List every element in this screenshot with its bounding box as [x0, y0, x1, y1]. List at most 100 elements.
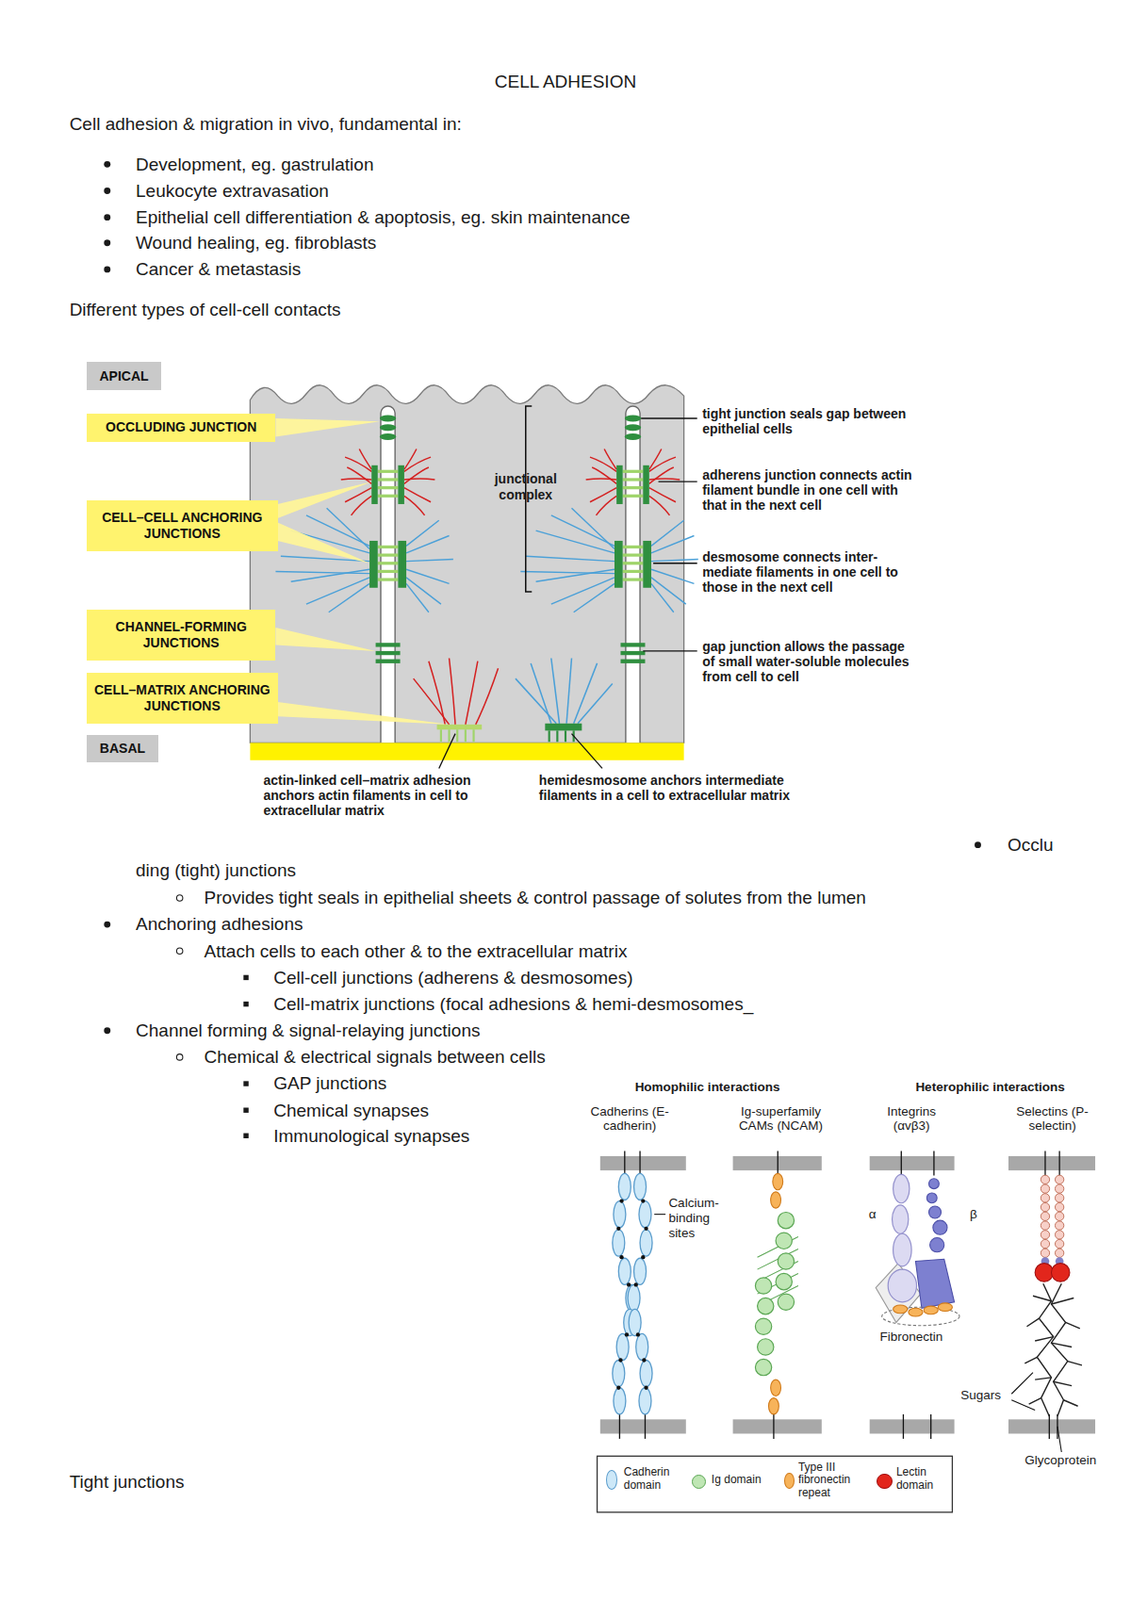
region-tag: BASAL — [86, 735, 159, 763]
junction-type-box: CHANNEL-FORMING JUNCTIONS — [86, 609, 276, 661]
ig-cam-pair — [775, 1232, 792, 1249]
cadherin-dimer — [639, 1360, 653, 1388]
selectin — [1011, 1373, 1033, 1395]
epithelium — [249, 385, 698, 761]
cadherin-dimer — [628, 1309, 641, 1336]
legend-swatch — [876, 1474, 892, 1490]
cadherin-dimer — [636, 1333, 649, 1361]
integrin — [893, 1233, 912, 1267]
membrane-bar — [1008, 1419, 1096, 1434]
leader-line — [658, 480, 698, 482]
selectin — [1058, 1151, 1060, 1177]
bullet-marker — [176, 895, 182, 902]
part-label: Fibronectin — [880, 1329, 944, 1345]
hemidesmosome — [566, 657, 572, 723]
selectin — [1057, 1426, 1062, 1453]
box-text: BASAL — [99, 740, 146, 757]
integrin — [893, 1303, 953, 1317]
legend-text: Lectin domain — [896, 1466, 951, 1492]
selectin — [1040, 1248, 1050, 1258]
molecule-name: Integrins (αvβ3) — [875, 1104, 948, 1134]
leader-line — [439, 418, 698, 769]
cell-matrix-adhesion — [413, 657, 499, 724]
sub-sub-bullet-text: GAP junctions — [273, 1073, 387, 1095]
bullet-text: Wound healing, eg. fibroblasts — [135, 232, 377, 254]
cell-matrix-adhesion — [472, 729, 475, 742]
leader-line — [653, 562, 698, 564]
sub-sub-bullet-text: Cell-cell junctions (adherens & desmosom… — [273, 967, 633, 989]
cadherin-dimer — [619, 1255, 623, 1260]
integrin — [887, 1269, 917, 1303]
cell-matrix-adhesion — [464, 729, 467, 742]
ig-cam-pair — [757, 1248, 799, 1270]
part-label: Calcium-binding sites — [668, 1196, 732, 1241]
membrane-bar — [600, 1156, 1096, 1435]
selectin — [1054, 1184, 1064, 1194]
cadherin-dimer — [644, 1413, 646, 1440]
junction-type-box: OCCLUDING JUNCTION — [86, 413, 276, 443]
cadherin-dimer — [641, 1358, 646, 1362]
bullet-text: Channel forming & signal-relaying juncti… — [135, 1020, 480, 1042]
cell-matrix-adhesion — [465, 661, 478, 725]
cadherin-dimer — [612, 1229, 625, 1257]
subunit-label: α — [868, 1207, 877, 1223]
sub-sub-bullet-text: Immunological synapses — [273, 1126, 470, 1148]
selectin — [1054, 1194, 1064, 1203]
integrin — [915, 1259, 954, 1309]
cadherin-dimer — [639, 1151, 640, 1177]
ig-cam-pair — [772, 1414, 774, 1440]
bullet-text: ding (tight) junctions — [135, 860, 296, 882]
ig-cam-pair — [777, 1253, 794, 1270]
ig-cam-pair — [777, 1212, 794, 1229]
cadherin-dimer — [627, 1284, 640, 1312]
figure-heading: Heterophilic interactions — [887, 1080, 1093, 1096]
cell-matrix-adhesion — [447, 729, 450, 742]
selectin — [1054, 1221, 1064, 1230]
callout-wedge — [278, 702, 450, 725]
cadherin-dimer — [643, 1227, 648, 1231]
callout-wedge — [278, 481, 373, 519]
callout-wedge — [275, 418, 449, 725]
bullet-marker — [103, 239, 111, 246]
hemidesmosome — [515, 657, 613, 742]
selectin — [1011, 1373, 1062, 1453]
box-text: CHANNEL-FORMING JUNCTIONS — [92, 619, 270, 652]
selectin — [1054, 1212, 1064, 1221]
figure-label: gap junction allows the passage of small… — [702, 639, 919, 686]
callout-wedge — [278, 522, 370, 563]
box-text: APICAL — [99, 368, 149, 385]
cadherin-dimer — [613, 1388, 626, 1415]
cadherin-dimer — [634, 1258, 647, 1285]
integrin — [929, 1179, 940, 1190]
bullet-text: Anchoring adhesions — [135, 914, 303, 935]
section-heading: Tight junctions — [69, 1472, 185, 1493]
sub-bullet-text: Provides tight seals in epithelial sheet… — [204, 887, 867, 909]
hemidesmosome — [515, 657, 613, 723]
ig-cam-pair — [777, 1151, 779, 1175]
bullet-marker — [243, 1133, 248, 1139]
bullet-text: Development, eg. gastrulation — [135, 154, 374, 176]
selectin — [1011, 1151, 1082, 1453]
cadherin-dimer — [639, 1229, 653, 1257]
integrin — [929, 1206, 942, 1219]
selectin — [1054, 1230, 1064, 1240]
integrin — [933, 1151, 935, 1177]
body-text: Cell adhesion & migration in vivo, funda… — [69, 114, 462, 135]
selectin — [1040, 1175, 1064, 1258]
selectin — [1034, 1263, 1053, 1282]
bullet-text: Leukocyte extravasation — [135, 180, 329, 202]
cadherin-dimer — [640, 1198, 645, 1203]
selectin — [1054, 1248, 1064, 1258]
bullet-marker — [243, 1001, 248, 1007]
figure-heading: Homophilic interactions — [610, 1080, 805, 1096]
selectin — [1034, 1263, 1070, 1282]
cell-matrix-adhesion — [413, 678, 450, 725]
integrin — [875, 1151, 960, 1440]
molecule-name: Cadherins (E-cadherin) — [586, 1104, 674, 1134]
selectin — [1054, 1175, 1064, 1184]
molecule-name: Ig-superfamily CAMs (NCAM) — [729, 1104, 832, 1134]
hemidesmosome — [515, 678, 557, 724]
cell-matrix-adhesion — [413, 657, 499, 742]
